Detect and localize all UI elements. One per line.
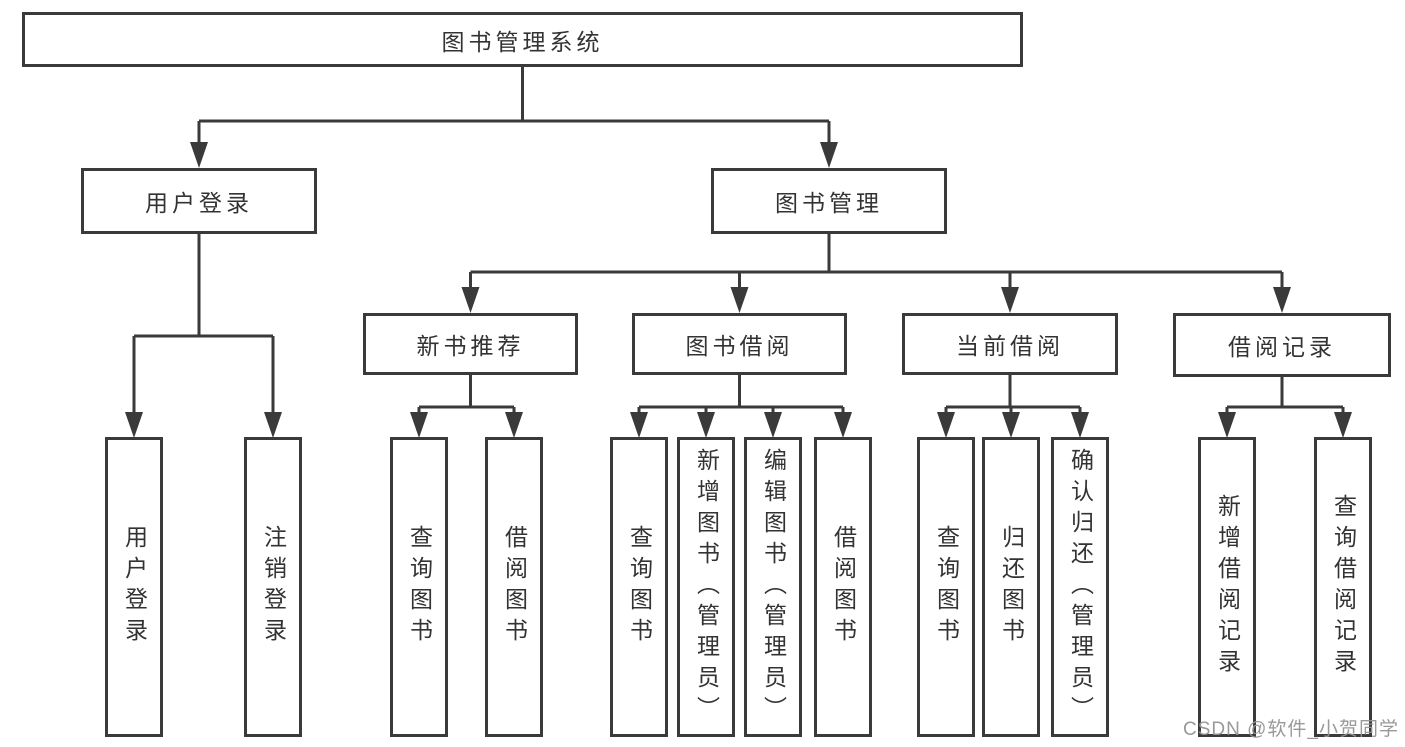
leaf-add-book-admin: 新增图书（管理员）: [677, 437, 735, 737]
connector-current-borrowing-branch: [937, 375, 1089, 438]
arrowhead: [1001, 287, 1019, 313]
leaf-edit-book-admin-label: 编辑图书（管理员）: [760, 447, 787, 727]
leaf-confirm-return-admin: 确认归还（管理员）: [1051, 437, 1109, 737]
leaf-confirm-return-admin-label: 确认归还（管理员）: [1067, 447, 1094, 727]
arrowhead: [505, 412, 523, 438]
arrowhead: [937, 412, 955, 438]
arrowhead: [125, 412, 143, 438]
arrowhead: [1334, 412, 1352, 438]
leaf-borrow-books-recommend-label: 借阅图书: [501, 525, 528, 649]
connector-book-management-branch: [461, 234, 1291, 313]
leaf-user-login: 用户登录: [105, 437, 163, 737]
node-book-management: 图书管理: [711, 168, 947, 234]
arrowhead: [630, 412, 648, 438]
csdn-watermark: CSDN @软件_小贺同学: [1183, 719, 1399, 740]
leaf-query-books-borrowing: 查询图书: [610, 437, 668, 737]
leaf-edit-book-admin: 编辑图书（管理员）: [744, 437, 802, 737]
connector-borrowing-records-branch: [1218, 377, 1352, 438]
node-book-management-label: 图书管理: [775, 190, 883, 216]
node-user-login: 用户登录: [81, 168, 317, 234]
node-borrowing-records-label: 借阅记录: [1228, 334, 1336, 360]
arrowhead: [764, 412, 782, 438]
leaf-query-books-current-label: 查询图书: [933, 525, 960, 649]
leaf-return-books: 归还图书: [982, 437, 1040, 737]
arrowhead: [264, 412, 282, 438]
node-root-label: 图书管理系统: [441, 28, 604, 55]
arrowhead: [834, 412, 852, 438]
leaf-return-books-label: 归还图书: [998, 525, 1025, 649]
node-borrowing-records: 借阅记录: [1173, 313, 1391, 377]
leaf-borrow-books-recommend: 借阅图书: [485, 437, 543, 737]
arrowhead: [1002, 412, 1020, 438]
node-book-borrowing: 图书借阅: [632, 313, 847, 375]
node-user-login-label: 用户登录: [145, 190, 253, 216]
leaf-query-borrow-record-label: 查询借阅记录: [1330, 494, 1357, 680]
node-current-borrowing-label: 当前借阅: [956, 333, 1064, 359]
node-root: 图书管理系统: [22, 12, 1023, 67]
connector-new-book-recommend-branch: [410, 375, 523, 438]
connector-root-to-level2: [190, 67, 838, 168]
leaf-query-books-current: 查询图书: [917, 437, 975, 737]
leaf-user-login-label: 用户登录: [121, 525, 148, 649]
arrowhead: [820, 142, 838, 168]
arrowhead: [410, 412, 428, 438]
node-new-book-recommend-label: 新书推荐: [416, 333, 525, 359]
leaf-query-books-recommend: 查询图书: [390, 437, 448, 737]
node-new-book-recommend: 新书推荐: [363, 313, 578, 375]
arrowhead: [1071, 412, 1089, 438]
arrowhead: [730, 287, 749, 313]
arrowhead: [697, 412, 715, 438]
arrowhead: [1273, 287, 1291, 313]
node-current-borrowing: 当前借阅: [902, 313, 1118, 375]
leaf-add-borrow-record: 新增借阅记录: [1198, 437, 1256, 737]
leaf-borrow-books-borrowing: 借阅图书: [814, 437, 872, 737]
leaf-add-book-admin-label: 新增图书（管理员）: [693, 447, 720, 727]
connector-book-borrowing-branch: [630, 375, 852, 438]
leaf-query-borrow-record: 查询借阅记录: [1314, 437, 1372, 737]
arrowhead: [190, 142, 208, 168]
leaf-add-borrow-record-label: 新增借阅记录: [1214, 494, 1241, 680]
connector-user-login-branch: [125, 234, 282, 438]
leaf-query-books-recommend-label: 查询图书: [406, 525, 433, 649]
arrowhead: [461, 287, 480, 313]
arrowhead: [1218, 412, 1236, 438]
node-book-borrowing-label: 图书借阅: [685, 333, 794, 359]
leaf-borrow-books-borrowing-label: 借阅图书: [830, 525, 857, 649]
leaf-query-books-borrowing-label: 查询图书: [626, 525, 653, 649]
leaf-logout-label: 注销登录: [260, 525, 287, 649]
leaf-logout: 注销登录: [244, 437, 302, 737]
